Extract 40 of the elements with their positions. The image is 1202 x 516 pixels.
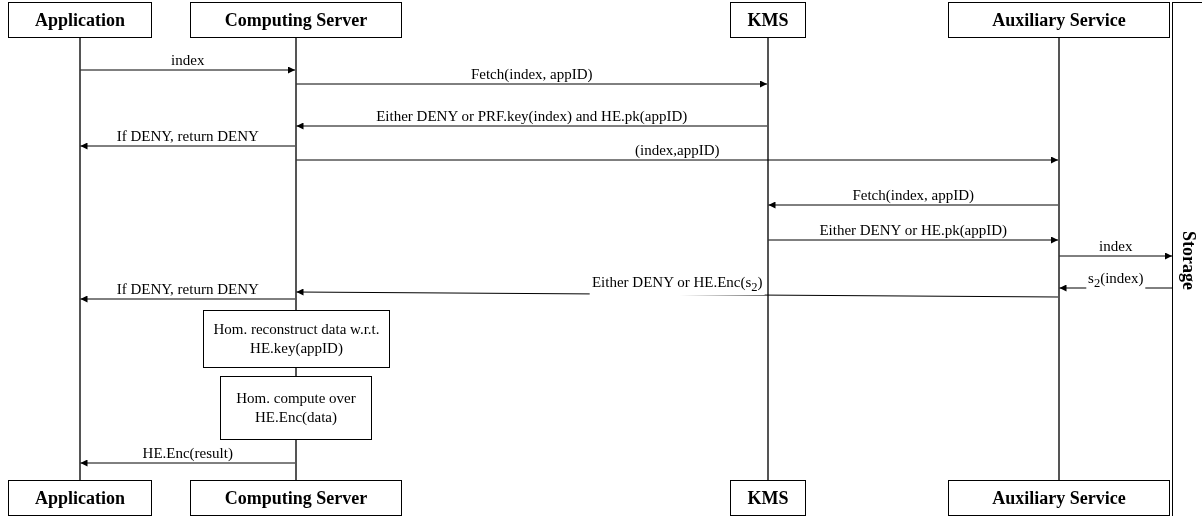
participant-box: Computing Server bbox=[190, 2, 402, 38]
message-arrow bbox=[296, 156, 1059, 164]
participant-box: KMS bbox=[730, 480, 806, 516]
process-box: Hom. compute over HE.Enc(data) bbox=[220, 376, 372, 440]
participant-box: Auxiliary Service bbox=[948, 480, 1170, 516]
storage-band bbox=[1172, 2, 1202, 516]
message-arrow bbox=[80, 459, 296, 467]
lifeline bbox=[295, 368, 297, 376]
process-box: Hom. reconstruct data w.r.t. HE.key(appID) bbox=[203, 310, 390, 368]
edge-label: (index,appID) bbox=[632, 142, 722, 158]
message-arrow bbox=[1059, 252, 1173, 260]
edge-label: Either DENY or PRF.key(index) and HE.pk(appID) bbox=[374, 108, 690, 124]
participant-name: Storage bbox=[1178, 231, 1199, 290]
message-arrow bbox=[296, 80, 768, 88]
message-arrow bbox=[296, 122, 768, 130]
message-arrow bbox=[768, 201, 1059, 209]
edge-label: If DENY, return DENY bbox=[114, 281, 261, 297]
edge-label: Either DENY or HE.Enc(s$_{2}$) bbox=[589, 274, 765, 295]
edge-label: index bbox=[169, 52, 207, 68]
lifeline bbox=[767, 38, 769, 480]
edge-label: If DENY, return DENY bbox=[114, 128, 261, 144]
participant-box: KMS bbox=[730, 2, 806, 38]
message-arrow bbox=[768, 236, 1059, 244]
message-arrow bbox=[80, 66, 296, 74]
participant-box: Application bbox=[8, 480, 152, 516]
message-arrow bbox=[80, 142, 296, 150]
participant-box: Auxiliary Service bbox=[948, 2, 1170, 38]
lifeline bbox=[79, 38, 81, 480]
participant-box: Computing Server bbox=[190, 480, 402, 516]
lifeline bbox=[295, 440, 297, 480]
message-arrow bbox=[80, 295, 296, 303]
participant-box: Application bbox=[8, 2, 152, 38]
edge-label: index bbox=[1097, 238, 1135, 254]
edge-label: Either DENY or HE.pk(appID) bbox=[817, 222, 1010, 238]
edge-label: Fetch(index, appID) bbox=[850, 187, 977, 203]
lifeline bbox=[1058, 38, 1060, 480]
lifeline bbox=[295, 38, 297, 310]
edge-label: Fetch(index, appID) bbox=[468, 66, 595, 82]
edge-label: s$_{2}$(index) bbox=[1086, 270, 1146, 291]
edge-label: HE.Enc(result) bbox=[140, 445, 235, 461]
